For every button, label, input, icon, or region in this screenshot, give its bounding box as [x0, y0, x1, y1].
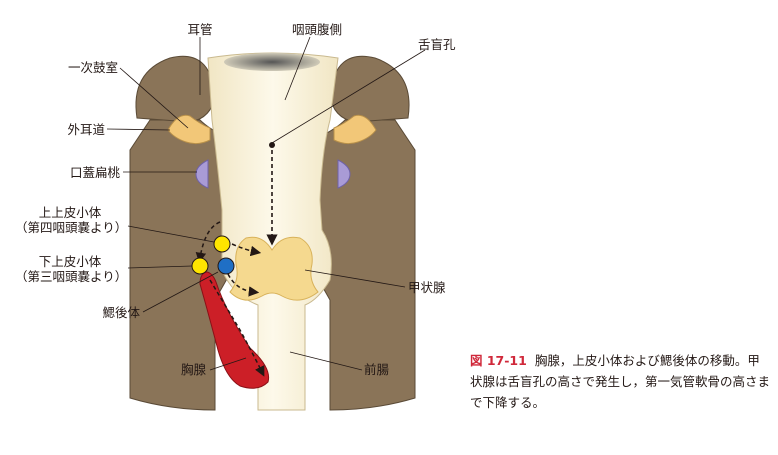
label-primary-tympanic-cavity: 一次鼓室 [67, 60, 118, 75]
label-palatine-tonsil: 口蓋扁桃 [69, 165, 120, 180]
label-ear-tube: 耳管 [187, 22, 213, 37]
foramen-cecum-dot [269, 142, 275, 148]
label-ventral-pharynx: 咽頭腹側 [291, 22, 342, 37]
label-superior-parathyroid-origin: （第四咽頭嚢より） [15, 220, 128, 235]
inferior-parathyroid [191, 257, 209, 275]
pharynx-opening [224, 53, 320, 71]
label-foramen-cecum: 舌盲孔 [418, 37, 456, 52]
label-external-auditory-meatus: 外耳道 [67, 122, 105, 137]
right-palatine-tonsil [337, 159, 351, 189]
thyroid-gland [229, 236, 319, 301]
superior-parathyroid [213, 235, 231, 253]
left-palatine-tonsil [195, 159, 209, 189]
label-thymus: 胸腺 [180, 362, 206, 377]
figure-number: 図 17-11 [470, 353, 527, 368]
ultimobranchial-body [217, 257, 235, 275]
right-lobe [329, 55, 410, 123]
ultimobranchial-arrow [227, 273, 260, 297]
label-thyroid: 甲状腺 [408, 280, 446, 295]
pharynx-tube [207, 52, 339, 411]
label-foregut: 前腸 [364, 362, 390, 377]
sup-parathyroid-arrow [195, 221, 221, 264]
sup-parathyroid-arrow-2 [231, 243, 262, 257]
right-ext-auditory-canal [333, 114, 377, 145]
left-ext-auditory-canal [167, 114, 211, 145]
label-superior-parathyroid: 上上皮小体 [38, 205, 102, 220]
right-body [312, 119, 416, 411]
left-lobe [135, 55, 216, 123]
label-inferior-parathyroid-origin: （第三咽頭嚢より） [15, 269, 128, 284]
label-ultimobranchial-body: 鰓後体 [102, 305, 140, 320]
leader-lines [106, 36, 426, 371]
thymus [199, 271, 270, 389]
caption-text: 胸腺，上皮小体および鰓後体の移動。甲状腺は舌盲孔の高さで発生し，第一気管軟骨の高… [470, 353, 771, 410]
thymus-arrow [209, 279, 265, 377]
label-inferior-parathyroid: 下上皮小体 [38, 254, 102, 269]
